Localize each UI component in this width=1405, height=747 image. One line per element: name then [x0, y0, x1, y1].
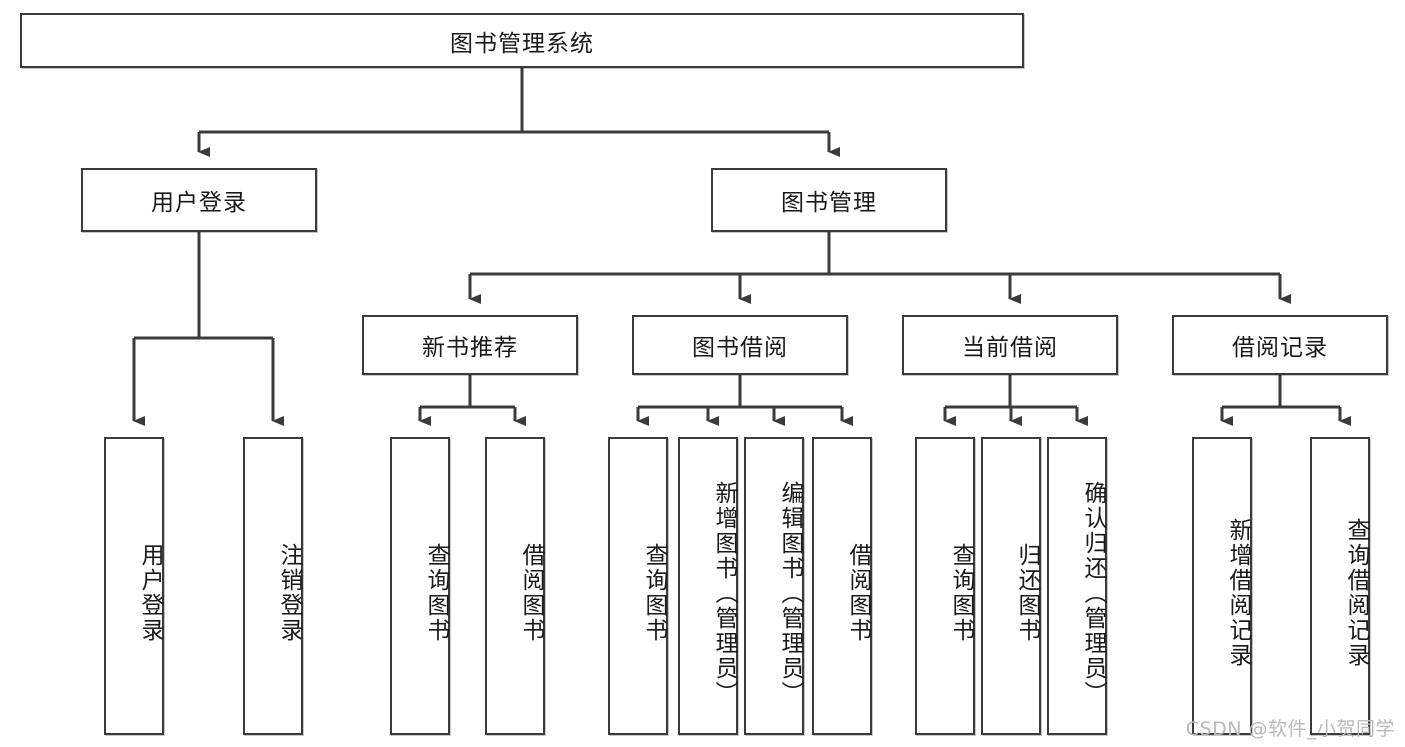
node-label: 编辑图书（管理员）: [777, 480, 803, 706]
node-label: 用户登录: [151, 190, 247, 216]
node-label: 新增图书（管理员）: [711, 480, 737, 706]
node-label: 当前借阅: [962, 335, 1058, 361]
node-leaf-user-login[interactable]: 用户登录: [104, 437, 164, 735]
node-leaf-edit-book[interactable]: 编辑图书（管理员）: [744, 437, 804, 735]
node-leaf-query-record[interactable]: 查询借阅记录: [1310, 437, 1370, 735]
node-label: 图书管理: [781, 190, 877, 216]
node-label: 借阅记录: [1232, 335, 1328, 361]
node-leaf-query-book-2[interactable]: 查询图书: [608, 437, 668, 735]
node-label: 借阅图书: [845, 543, 871, 643]
node-label: 查询借阅记录: [1343, 518, 1369, 668]
node-user-login[interactable]: 用户登录: [81, 168, 317, 232]
node-label: 注销登录: [276, 543, 302, 643]
node-book-manage[interactable]: 图书管理: [711, 168, 947, 232]
node-borrow-record[interactable]: 借阅记录: [1172, 315, 1388, 375]
node-leaf-return-book[interactable]: 归还图书: [981, 437, 1041, 735]
node-label: 查询图书: [948, 543, 974, 643]
node-book-borrow[interactable]: 图书借阅: [632, 315, 848, 375]
node-label: 图书借阅: [692, 335, 788, 361]
node-leaf-query-book-3[interactable]: 查询图书: [915, 437, 975, 735]
node-label: 归还图书: [1014, 543, 1040, 643]
node-leaf-add-book[interactable]: 新增图书（管理员）: [678, 437, 738, 735]
watermark-csdn: CSDN @软件_小贺同学: [1185, 718, 1395, 740]
node-leaf-borrow-book-2[interactable]: 借阅图书: [812, 437, 872, 735]
node-label: 新增借阅记录: [1225, 518, 1251, 668]
node-leaf-query-book-1[interactable]: 查询图书: [390, 437, 450, 735]
node-label: 查询图书: [641, 543, 667, 643]
node-label: 确认归还（管理员）: [1080, 480, 1106, 706]
node-label: 查询图书: [423, 543, 449, 643]
node-leaf-add-record[interactable]: 新增借阅记录: [1192, 437, 1252, 735]
node-label: 用户登录: [137, 543, 163, 643]
node-leaf-confirm-return[interactable]: 确认归还（管理员）: [1047, 437, 1107, 735]
node-new-book-recommend[interactable]: 新书推荐: [362, 315, 578, 375]
node-label: 新书推荐: [422, 335, 518, 361]
node-label: 图书管理系统: [450, 30, 594, 57]
node-current-borrow[interactable]: 当前借阅: [902, 315, 1118, 375]
node-root[interactable]: 图书管理系统: [20, 13, 1024, 68]
node-leaf-borrow-book-1[interactable]: 借阅图书: [485, 437, 545, 735]
node-leaf-user-logout[interactable]: 注销登录: [243, 437, 303, 735]
node-label: 借阅图书: [518, 543, 544, 643]
